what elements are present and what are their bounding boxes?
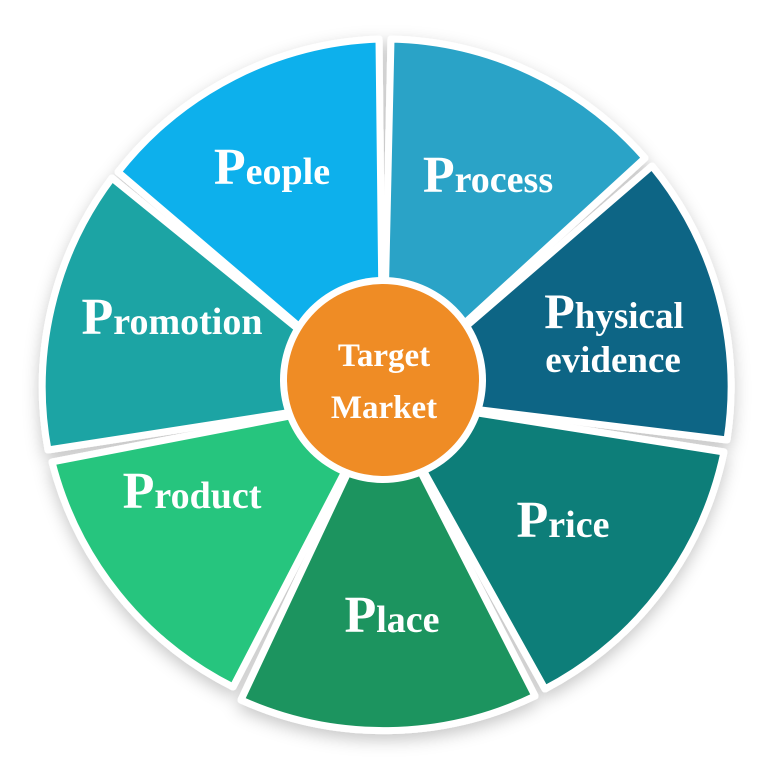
segment-place-label: Place xyxy=(344,587,439,644)
segment-people-rest: eople xyxy=(246,151,330,193)
segment-process-initial: P xyxy=(423,147,455,204)
center-label-line1: Target xyxy=(338,338,430,374)
segment-process-rest: rocess xyxy=(455,159,554,201)
center-circle-fill xyxy=(287,284,479,476)
segment-price-rest: rice xyxy=(548,504,609,546)
segment-process-label: Process xyxy=(423,147,553,204)
segment-physical-evidence-initial: P xyxy=(544,283,575,339)
center-hub[interactable]: Target Market xyxy=(280,277,486,483)
segment-physical-evidence-rest: hysical xyxy=(575,296,684,337)
segment-people-initial: P xyxy=(214,139,246,196)
segment-promotion-initial: P xyxy=(82,289,114,346)
segment-price-label: Price xyxy=(517,492,610,549)
segment-physical-evidence-label: Physical xyxy=(544,283,684,339)
segment-promotion-rest: romotion xyxy=(113,301,262,343)
segment-product-initial: P xyxy=(123,463,155,520)
segment-product-wedge xyxy=(48,394,387,691)
segment-place-wedge xyxy=(237,394,539,735)
segment-product-rest: roduct xyxy=(154,475,261,517)
segment-price-wedge xyxy=(379,394,728,693)
segment-promotion-label: Promotion xyxy=(82,289,263,346)
segment-product-label: Product xyxy=(123,463,262,520)
segment-product[interactable]: Product xyxy=(48,394,387,691)
center-label-line2: Market xyxy=(331,390,437,426)
segment-price[interactable]: Price xyxy=(379,394,728,693)
segment-price-initial: P xyxy=(517,492,549,549)
segment-place-rest: lace xyxy=(376,599,439,641)
segment-people-label: People xyxy=(214,139,330,196)
segment-place-initial: P xyxy=(344,587,376,644)
segment-place[interactable]: Place xyxy=(237,394,539,735)
segment-physical-evidence-label-line2: evidence xyxy=(545,340,681,381)
